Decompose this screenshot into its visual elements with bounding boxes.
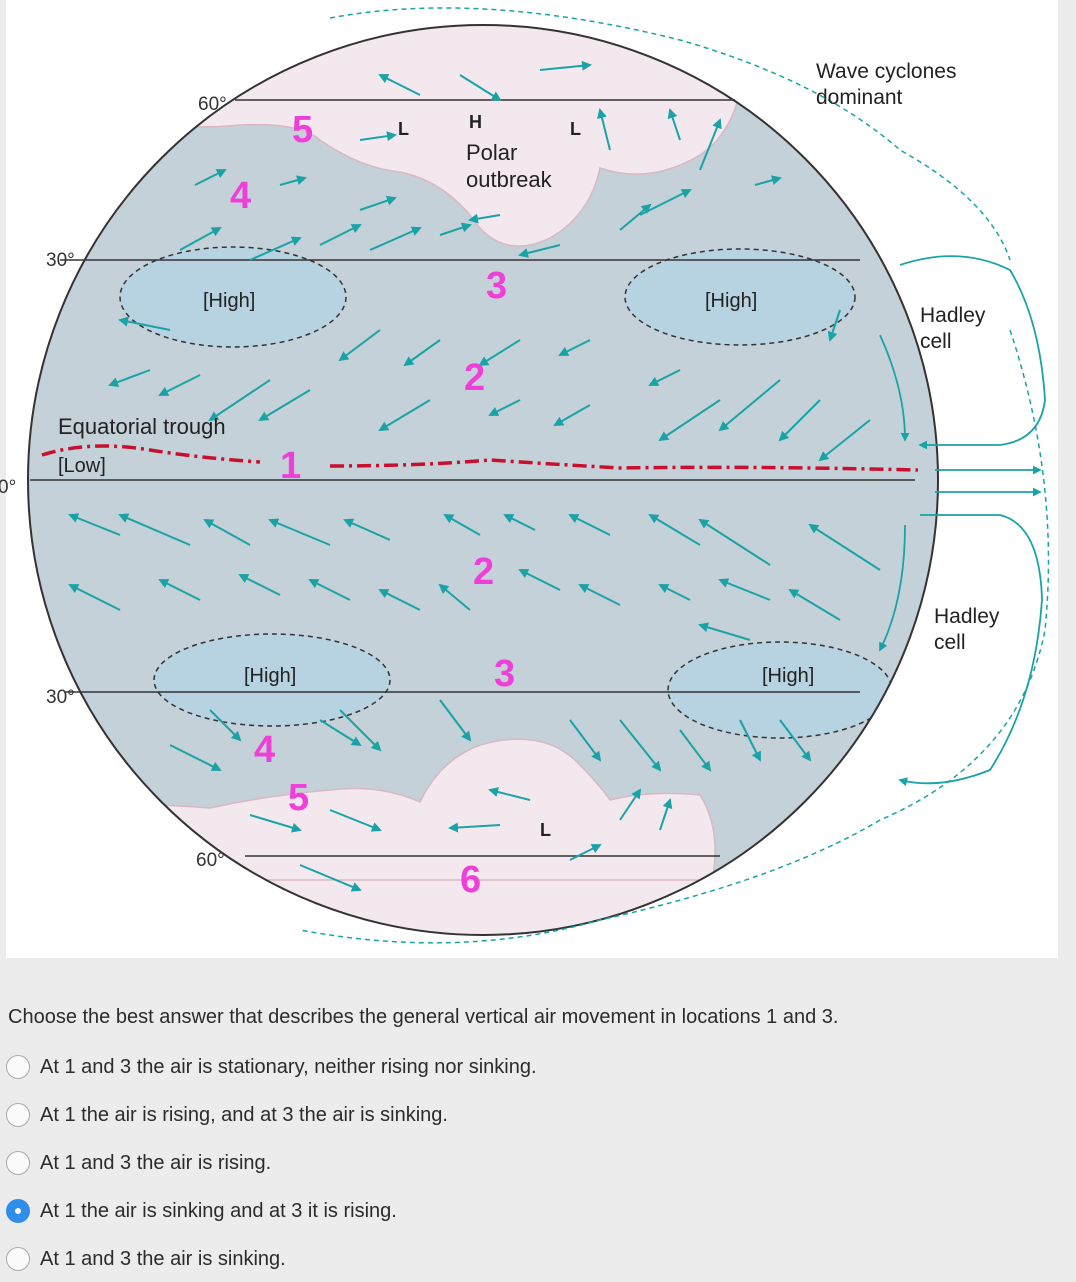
high-label-nw: [High]: [203, 290, 255, 312]
lat-label-s30: 30°: [46, 687, 75, 708]
answer-option-label: At 1 the air is sinking and at 3 it is r…: [40, 1199, 397, 1222]
hadley-south-label: Hadley: [934, 605, 1000, 628]
radio-button-3[interactable]: [6, 1151, 30, 1175]
wind-arrows: [68, 60, 881, 892]
equatorial-trough-label: Equatorial trough: [58, 414, 226, 439]
high-cell-ne: [624, 248, 856, 346]
hadley-cell-north: [899, 255, 1046, 450]
answer-option-label: At 1 the air is rising, and at 3 the air…: [40, 1103, 448, 1126]
hadley-north-label: Hadley: [920, 304, 986, 327]
wind-diagram-panel: 60° 30° 0° 30° 60° [High] [High] [High] …: [0, 0, 1058, 958]
marker-2-south: 2: [473, 551, 494, 593]
answer-option-4[interactable]: At 1 the air is sinking and at 3 it is r…: [6, 1194, 706, 1228]
high-cell-sw: [153, 633, 391, 727]
answer-option-3[interactable]: At 1 and 3 the air is rising.: [6, 1146, 706, 1180]
high-cell-se: [667, 641, 893, 739]
marker-4-south: 4: [254, 729, 275, 771]
low-l-label-right: L: [570, 119, 581, 139]
low-l-label-south: L: [540, 820, 551, 840]
radio-button-2[interactable]: [6, 1103, 30, 1127]
answer-option-label: At 1 and 3 the air is sinking.: [40, 1247, 286, 1270]
marker-2-north: 2: [464, 357, 485, 399]
radio-button-1[interactable]: [6, 1055, 30, 1079]
marker-6: 6: [460, 859, 481, 901]
low-l-label-left: L: [398, 119, 409, 139]
hadley-south-cell-label: cell: [934, 631, 966, 654]
lat-label-s60: 60°: [196, 850, 225, 871]
answer-option-label: At 1 and 3 the air is rising.: [40, 1151, 272, 1174]
lat-label-n30: 30°: [46, 250, 75, 271]
wave-cyclones-label: Wave cyclones: [816, 60, 956, 83]
global-wind-diagram: 60° 30° 0° 30° 60° [High] [High] [High] …: [0, 7, 1050, 944]
high-label-sw: [High]: [244, 665, 296, 687]
high-label-se: [High]: [762, 665, 814, 687]
answer-option-1[interactable]: At 1 and 3 the air is stationary, neithe…: [6, 1050, 706, 1084]
marker-5-south: 5: [288, 777, 309, 819]
marker-3-north: 3: [486, 265, 507, 307]
marker-5-north: 5: [292, 109, 313, 151]
high-label-ne: [High]: [705, 290, 757, 312]
answer-option-5[interactable]: At 1 and 3 the air is sinking.: [6, 1242, 706, 1276]
polar-label: Polar: [466, 140, 517, 165]
outer-circulation: [299, 7, 1050, 944]
marker-4-north: 4: [230, 175, 251, 217]
outbreak-label: outbreak: [466, 167, 553, 192]
hadley-cell-south: [898, 514, 1043, 787]
high-cell-nw: [119, 246, 347, 348]
answer-option-2[interactable]: At 1 the air is rising, and at 3 the air…: [6, 1098, 706, 1132]
radio-button-4-selected[interactable]: [6, 1199, 30, 1223]
hadley-north-cell-label: cell: [920, 330, 952, 353]
equatorial-trough-line: [41, 444, 919, 472]
radio-button-5[interactable]: [6, 1247, 30, 1271]
high-h-label: H: [469, 112, 482, 132]
marker-1: 1: [280, 445, 301, 487]
marker-3-south: 3: [494, 653, 515, 695]
dominant-label: dominant: [816, 86, 903, 109]
low-label: [Low]: [58, 455, 106, 477]
lat-label-n60: 60°: [198, 94, 227, 115]
answer-option-label: At 1 and 3 the air is stationary, neithe…: [40, 1055, 537, 1078]
lat-label-eq: 0°: [0, 477, 16, 498]
question-text: Choose the best answer that describes th…: [8, 1006, 839, 1028]
